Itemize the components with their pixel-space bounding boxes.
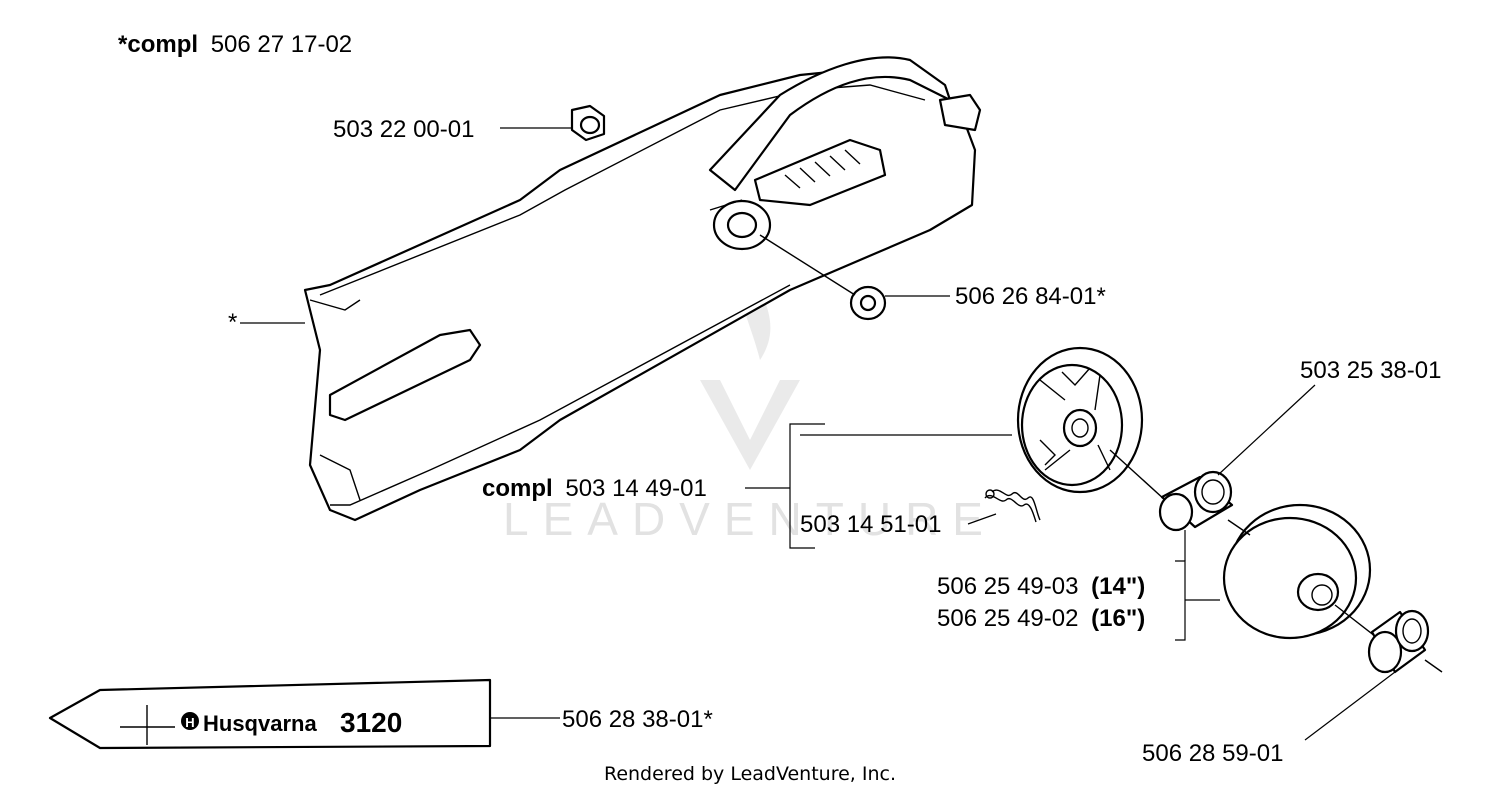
decal: H Husqvarna 3120 xyxy=(48,678,492,750)
part-number-decal: 506 28 38-01* xyxy=(562,706,713,733)
part-number-washer: 506 26 84-01* xyxy=(955,283,1106,310)
footer-credit: Rendered by LeadVenture, Inc. xyxy=(604,763,896,785)
part-number-spring: 503 14 51-01 xyxy=(800,511,941,538)
clutch xyxy=(1016,346,1144,494)
spring xyxy=(984,489,1041,523)
drum-16-size: (16") xyxy=(1091,605,1145,632)
part-number-clutch: compl 503 14 49-01 xyxy=(482,475,707,502)
rim-cap xyxy=(1367,609,1430,674)
assembly-prefix: *compl xyxy=(118,31,198,58)
clutch-cover xyxy=(303,56,982,522)
part-number-bearing: 503 25 38-01 xyxy=(1300,357,1441,384)
assembly-number: 506 27 17-02 xyxy=(211,31,352,58)
watermark: LEADVENTURE xyxy=(503,260,997,545)
cover-marker: * xyxy=(228,309,237,336)
assembly-label: *compl 506 27 17-02 xyxy=(118,31,352,58)
part-number-drum-14: 506 25 49-03 (14") xyxy=(937,573,1145,600)
nut xyxy=(570,104,606,142)
clutch-number: 503 14 49-01 xyxy=(565,475,706,502)
clutch-drum xyxy=(1222,503,1372,640)
svg-text:H: H xyxy=(185,715,194,730)
decal-brand: Husqvarna xyxy=(203,711,317,736)
part-number-drum-16: 506 25 49-02 (16") xyxy=(937,605,1145,632)
part-number-nut: 503 22 00-01 xyxy=(333,116,474,143)
drum-16-number: 506 25 49-02 xyxy=(937,605,1078,632)
decal-model: 3120 xyxy=(340,707,402,738)
drum-14-number: 506 25 49-03 xyxy=(937,573,1078,600)
washer xyxy=(849,285,887,321)
part-number-cap: 506 28 59-01 xyxy=(1142,740,1283,767)
clutch-prefix: compl xyxy=(482,475,553,502)
bearing xyxy=(1158,470,1234,532)
watermark-text: LEADVENTURE xyxy=(503,493,997,545)
husqvarna-logo-icon: H xyxy=(181,712,199,730)
drum-14-size: (14") xyxy=(1091,573,1145,600)
